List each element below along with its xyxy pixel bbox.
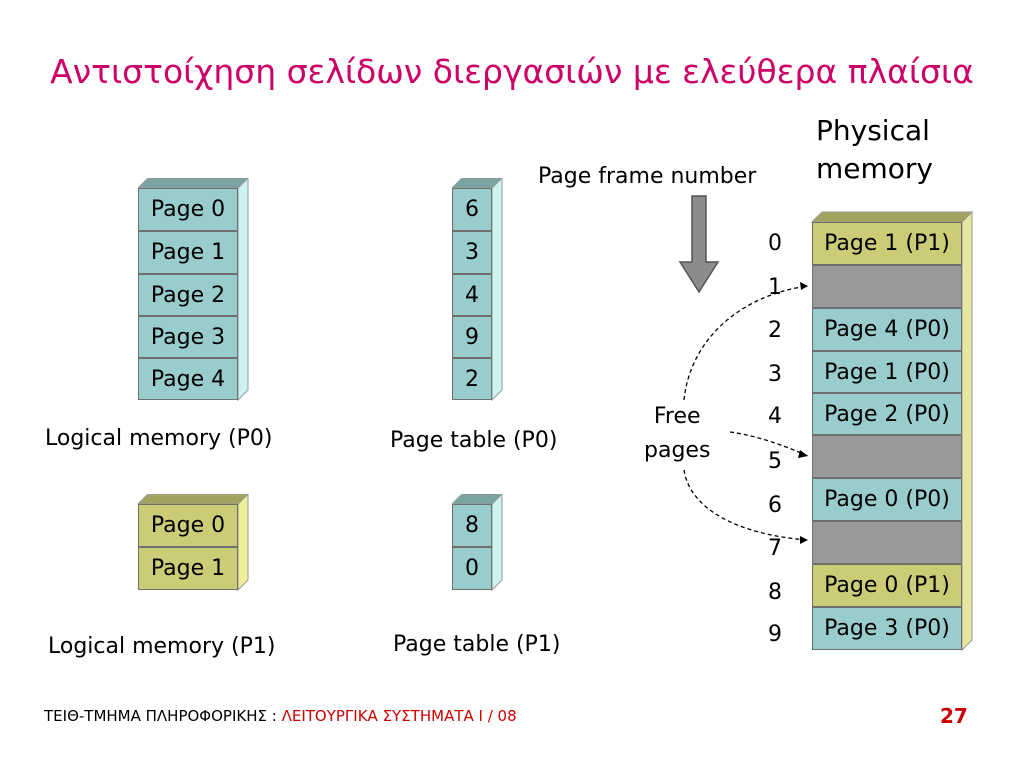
page-table-entry: 4 [452, 274, 492, 316]
logical-memory-p0-3d-sides [138, 178, 249, 402]
arrow-head-icon [800, 282, 808, 290]
logical-memory-p0-caption: Logical memory (P0) [45, 426, 273, 451]
frame-number: 4 [768, 404, 782, 429]
logical-memory-p1-caption: Logical memory (P1) [48, 634, 276, 659]
free-pages-label-line1: Free [653, 404, 701, 429]
physical-frame: Page 4 (P0) [812, 308, 962, 351]
physical-memory-title-line1: Physical [816, 114, 930, 147]
footer-department: ΤΕΙΘ-ΤΜΗΜΑ ΠΛΗΡΟΦΟΡΙΚΗΣ : [44, 707, 282, 725]
physical-memory-title: Physical memory [816, 112, 933, 188]
frame-number: 9 [768, 622, 782, 647]
page-block: Page 0 [138, 188, 238, 231]
page-table-entry: 8 [452, 504, 492, 547]
free-pages-label: Free pages [644, 400, 710, 468]
page-block: Page 0 [138, 504, 238, 547]
page-table-entry: 9 [452, 316, 492, 358]
page-table-entry: 3 [452, 231, 492, 274]
arrow-head-icon [800, 536, 808, 544]
frame-number: 3 [768, 362, 782, 387]
frame-number: 7 [768, 536, 782, 561]
physical-frame: Page 2 (P0) [812, 393, 962, 435]
footer-course: ΛΕΙΤΟΥΡΓΙΚΑ ΣΥΣΤΗΜΑΤΑ Ι / 08 [281, 707, 517, 725]
page-table-entry: 0 [452, 547, 492, 590]
free-page-arrow [683, 469, 809, 541]
physical-frame: Page 1 (P1) [812, 222, 962, 265]
free-pages-label-line2: pages [644, 438, 711, 463]
page-block: Page 1 [138, 547, 238, 590]
physical-frame: Page 3 (P0) [812, 607, 962, 650]
physical-frame: Page 0 (P1) [812, 564, 962, 607]
arrow-head-icon [798, 450, 808, 458]
free-page-arrow [729, 431, 809, 457]
page-number: 27 [940, 704, 968, 728]
physical-frame: Page 0 (P0) [812, 478, 962, 521]
physical-frame [812, 435, 962, 478]
page-table-p0-3d-sides [452, 178, 503, 402]
physical-memory-title-line2: memory [816, 152, 933, 185]
down-arrow-icon [678, 195, 720, 294]
physical-frame [812, 521, 962, 564]
physical-frame [812, 265, 962, 308]
frame-number: 0 [768, 231, 782, 256]
page-table-p1-caption: Page table (P1) [393, 632, 561, 657]
page-block: Page 4 [138, 358, 238, 400]
page-block: Page 3 [138, 316, 238, 358]
free-page-arrow [683, 285, 809, 401]
page-table-entry: 6 [452, 188, 492, 231]
page-frame-number-label: Page frame number [538, 164, 757, 189]
slide-title: Αντιστοίχηση σελίδων διεργασιών με ελεύθ… [50, 52, 974, 91]
frame-number: 2 [768, 318, 782, 343]
footer-text: ΤΕΙΘ-ΤΜΗΜΑ ΠΛΗΡΟΦΟΡΙΚΗΣ : ΛΕΙΤΟΥΡΓΙΚΑ ΣΥ… [44, 707, 517, 725]
page-table-p1-3d-sides [452, 494, 503, 592]
page-table-entry: 2 [452, 358, 492, 400]
physical-frame: Page 1 (P0) [812, 351, 962, 393]
frame-number: 5 [768, 449, 782, 474]
page-block: Page 2 [138, 274, 238, 316]
frame-number: 8 [768, 580, 782, 605]
frame-number: 6 [768, 493, 782, 518]
page-block: Page 1 [138, 231, 238, 274]
frame-number: 1 [768, 275, 782, 300]
page-table-p0-caption: Page table (P0) [390, 428, 558, 453]
